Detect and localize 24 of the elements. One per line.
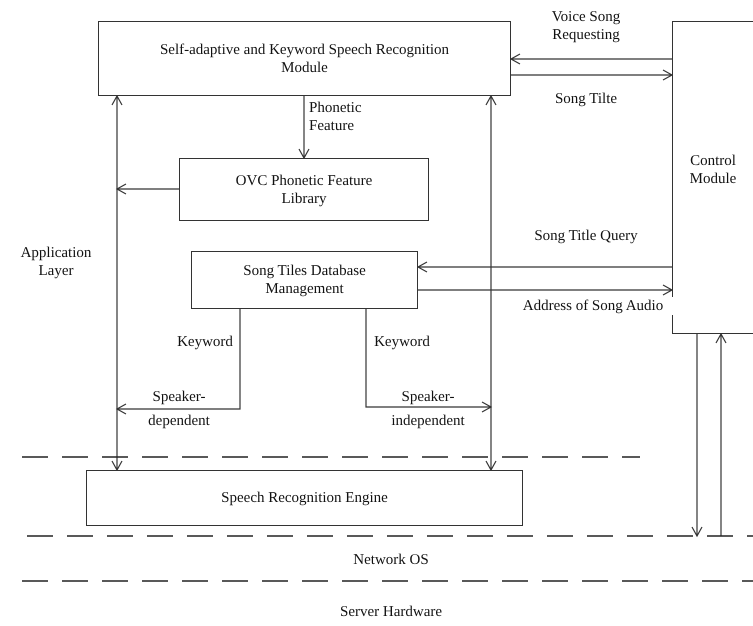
module-box: [191, 251, 418, 309]
arrow: [365, 309, 492, 413]
arrow: [116, 309, 241, 415]
arrow: [417, 261, 672, 273]
module-box: [98, 21, 511, 96]
arrow: [298, 96, 310, 159]
arrow: [691, 334, 703, 537]
node-label: Speech Recognition Engine: [221, 489, 388, 507]
module-box: [86, 470, 523, 526]
module-column-box: [672, 21, 753, 334]
arrow: [116, 183, 179, 195]
arrow: [418, 284, 673, 296]
arrow: [510, 53, 672, 65]
node-label: Self-adaptive and Keyword Speech Recognition Module: [160, 40, 450, 76]
node-label: OVC Phonetic Feature Library: [234, 172, 374, 208]
arrow: [715, 333, 727, 536]
text-label: Speaker- independent: [390, 388, 466, 431]
arrow: [111, 95, 123, 471]
arrow: [485, 95, 497, 471]
module-box: [179, 158, 429, 221]
arrow: [511, 69, 673, 81]
node-label: Control Module: [688, 152, 738, 188]
text-label: Speaker- dependent: [147, 388, 211, 431]
node-label: Song Tiles Database Management: [242, 262, 367, 298]
